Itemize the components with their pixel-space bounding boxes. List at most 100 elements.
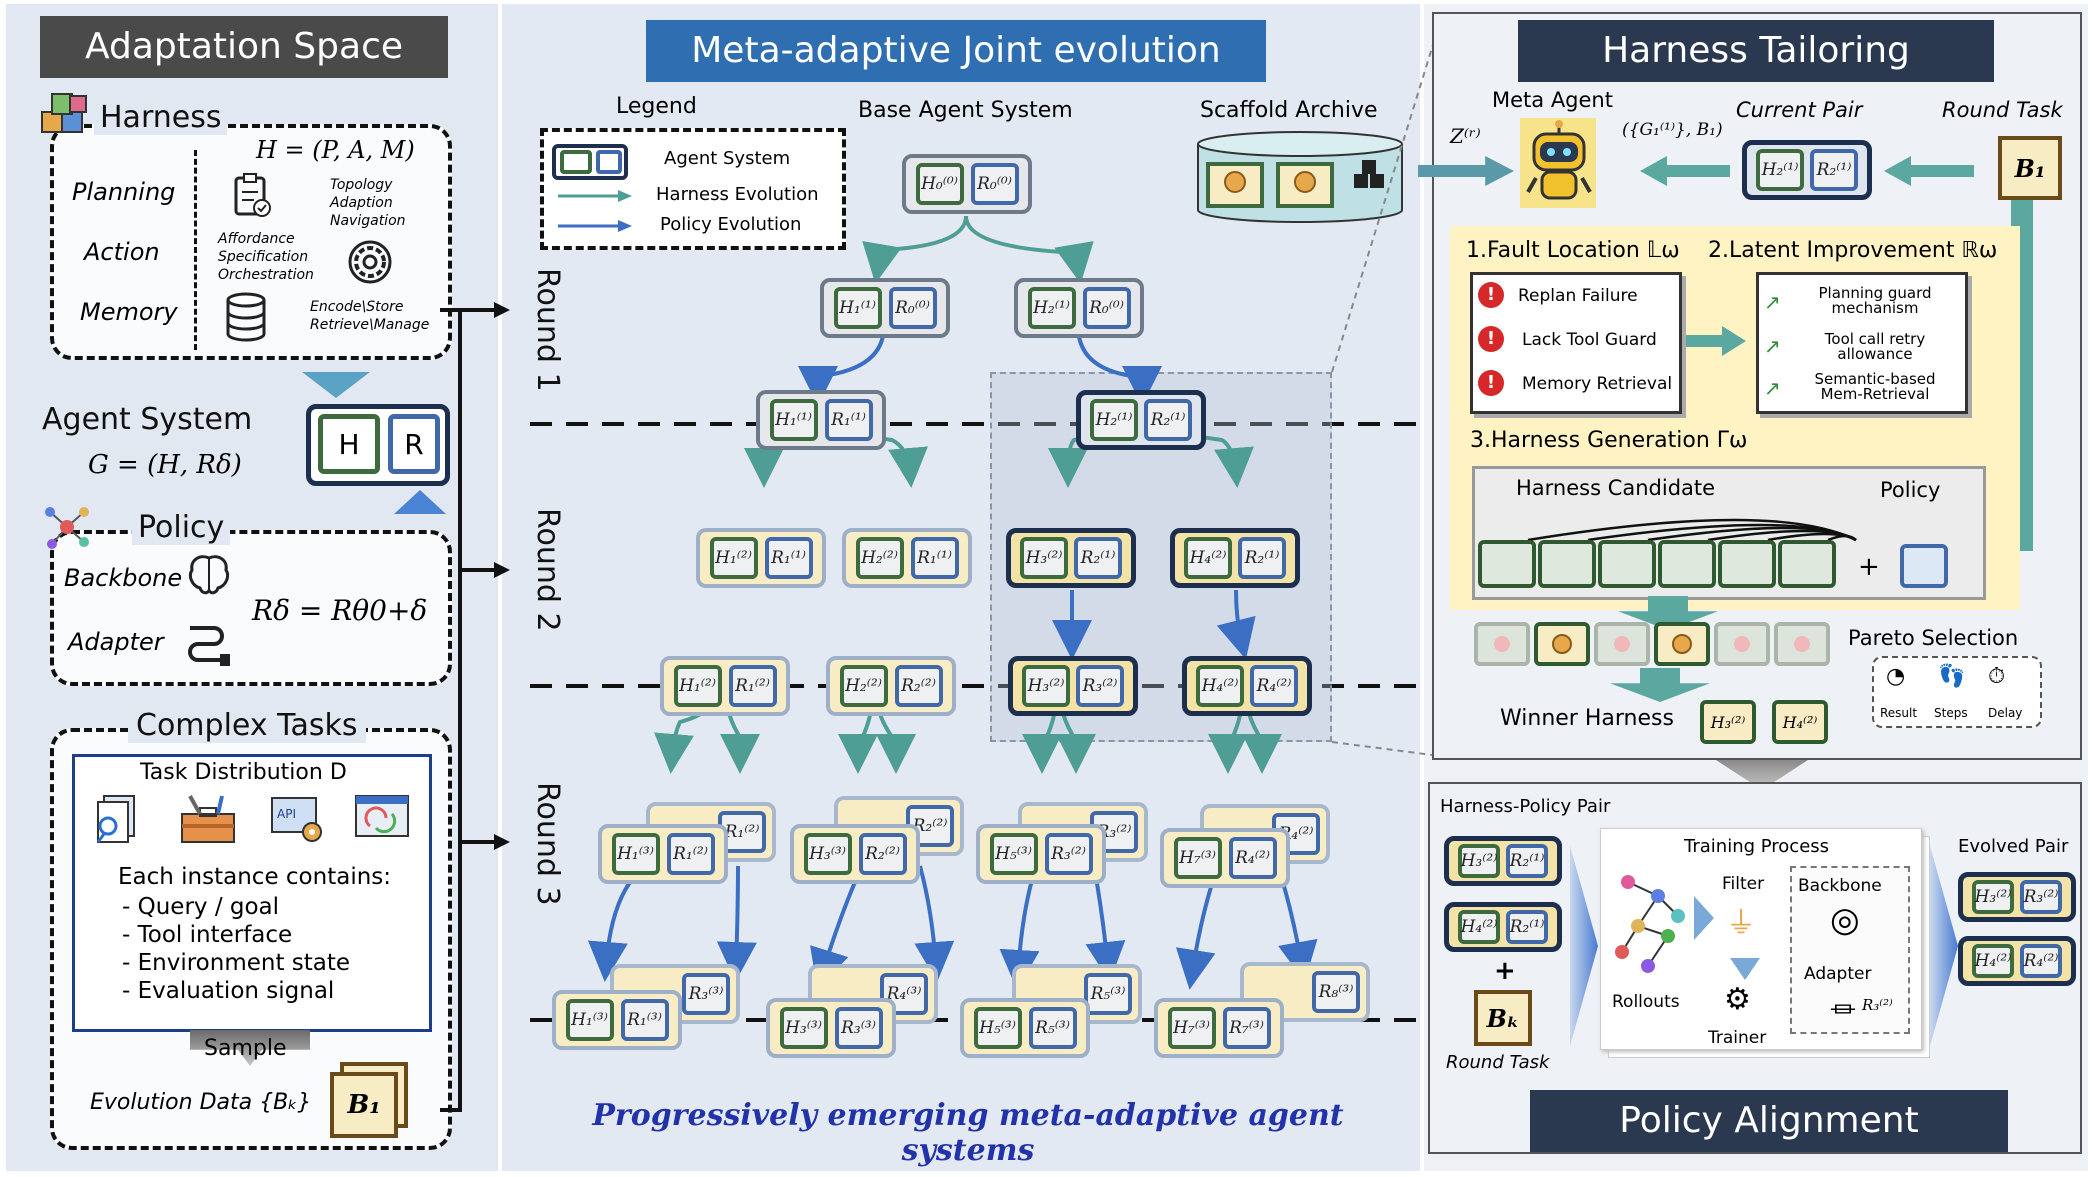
alignment-title: Policy Alignment [1530, 1090, 2008, 1152]
node-r3-h-h: H₇⁽³⁾ [1167, 1007, 1216, 1049]
harness-box [50, 124, 452, 360]
legend-agent-icon-h [560, 150, 592, 174]
filter-icon: ⏚ [1726, 906, 1756, 941]
node-r3-c-h: H₅⁽³⁾ [989, 833, 1038, 875]
node-r3-d-r: R₄⁽²⁾ [1228, 837, 1277, 879]
node-r2-g-r: R₃⁽²⁾ [1076, 665, 1124, 707]
agent-system-label: Agent System [42, 402, 253, 437]
topology-note: Topology Adaption Navigation [330, 177, 406, 229]
document-search-icon [90, 792, 140, 846]
node-r1-d[interactable]: H₂⁽¹⁾R₂⁽¹⁾ [1076, 390, 1206, 450]
brain-icon [186, 552, 232, 598]
node-r3-f[interactable]: H₃⁽³⁾R₃⁽³⁾ [766, 998, 896, 1058]
node-r2-e-h: H₁⁽²⁾ [673, 665, 722, 707]
node-r2-f[interactable]: H₂⁽²⁾R₂⁽²⁾ [826, 656, 956, 716]
policy-model-box [1790, 866, 1910, 1034]
node-r3-b[interactable]: H₃⁽³⁾R₂⁽²⁾ [790, 824, 920, 884]
node-r2-d[interactable]: H₄⁽²⁾R₂⁽¹⁾ [1170, 528, 1300, 588]
up-arrow-icon [394, 490, 446, 514]
node-r2-h[interactable]: H₄⁽²⁾R₄⁽²⁾ [1182, 656, 1312, 716]
improve-planning: Planning guard mechanism [1818, 284, 1932, 317]
svg-text:API: API [277, 807, 296, 821]
hp-pair-1[interactable]: H₃⁽²⁾R₂⁽¹⁾ [1444, 836, 1562, 886]
api-icon: API [268, 792, 328, 846]
node-r2-b-h: H₂⁽²⁾ [855, 537, 904, 579]
toolbox-icon [178, 792, 238, 846]
fault-replan: Replan Failure [1518, 286, 1638, 306]
trend-up-icon: ↗ [1764, 334, 1781, 358]
round-task-label-2: Round Task [1446, 1052, 1550, 1073]
evolved-pair-1[interactable]: H₃⁽²⁾R₃⁽²⁾ [1958, 872, 2076, 922]
node-r3-d[interactable]: H₇⁽³⁾R₄⁽²⁾ [1160, 828, 1290, 888]
round-3-label: Round 3 [530, 782, 565, 906]
node-r2-e[interactable]: H₁⁽²⁾R₁⁽²⁾ [660, 656, 790, 716]
node-r3-e[interactable]: H₁⁽³⁾R₁⁽³⁾ [552, 990, 682, 1050]
node-r2-d-h: H₄⁽²⁾ [1184, 537, 1232, 579]
harness-row-memory: Memory [80, 298, 178, 326]
memory-note: Encode\Store Retrieve\Manage [310, 299, 430, 333]
legend-policy-evolution: Policy Evolution [660, 214, 802, 235]
legend-title: Legend [616, 94, 697, 119]
hp-pair-2[interactable]: H₄⁽²⁾R₂⁽¹⁾ [1444, 902, 1562, 952]
node-r3-g[interactable]: H₅⁽³⁾R₅⁽³⁾ [960, 998, 1090, 1058]
fault-location-title: 1.Fault Location 𝕃ω [1466, 238, 1680, 263]
node-base[interactable]: H₀⁽⁰⁾R₀⁽⁰⁾ [902, 154, 1032, 214]
hp-pair-label: Harness-Policy Pair [1440, 796, 1611, 817]
rollouts-label: Rollouts [1612, 992, 1680, 1012]
evolution-tree-edges [587, 215, 1318, 990]
pareto-box [1872, 656, 2042, 728]
node-r3-back-6-r: R₄⁽³⁾ [880, 973, 928, 1015]
node-r3-a[interactable]: H₁⁽³⁾R₁⁽²⁾ [598, 824, 728, 884]
node-base-h: H₀⁽⁰⁾ [915, 163, 964, 205]
policy-candidate-label: Policy [1880, 478, 1941, 502]
legend-harness-evolution: Harness Evolution [656, 184, 819, 205]
rollouts-graph-icon [1615, 875, 1685, 973]
instance-item-environment: - Environment state [122, 950, 351, 976]
node-r3-d-h: H₇⁽³⁾ [1173, 837, 1222, 879]
node-r3-back-8: R₈⁽³⁾ [1240, 962, 1370, 1022]
clock-icon: ⏱ [1988, 664, 2006, 689]
node-r2-a[interactable]: H₁⁽²⁾R₁⁽¹⁾ [696, 528, 826, 588]
current-pair-label: Current Pair [1736, 98, 1863, 122]
node-r2-b[interactable]: H₂⁽²⁾R₁⁽¹⁾ [842, 528, 972, 588]
node-r1-b[interactable]: H₂⁽¹⁾R₀⁽⁰⁾ [1014, 278, 1144, 338]
joint-evolution-title: Meta-adaptive Joint evolution [646, 20, 1266, 82]
node-r3-c[interactable]: H₅⁽³⁾R₃⁽²⁾ [976, 824, 1106, 884]
harness-row-action: Action [84, 238, 160, 266]
node-r3-a-r: R₁⁽²⁾ [666, 833, 715, 875]
round-task-b1: B₁ [1998, 136, 2062, 200]
node-r3-f-r: R₃⁽³⁾ [834, 1007, 883, 1049]
node-r1-c-r: R₁⁽¹⁾ [824, 399, 873, 441]
harness-label: Harness [94, 100, 228, 135]
harness-row-planning: Planning [72, 178, 176, 206]
policy-backbone: Backbone [64, 564, 183, 592]
adaptation-space-title: Adaptation Space [40, 16, 448, 78]
node-r2-c-h: H₃⁽²⁾ [1020, 537, 1068, 579]
task-distribution-label: Task Distribution D [140, 760, 347, 785]
node-r2-c[interactable]: H₃⁽²⁾R₂⁽¹⁾ [1006, 528, 1136, 588]
gear-icon [344, 236, 396, 288]
environment-icon [352, 792, 412, 846]
node-r1-c-h: H₁⁽¹⁾ [769, 399, 818, 441]
node-r1-c[interactable]: H₁⁽¹⁾R₁⁽¹⁾ [756, 390, 886, 450]
adapter-r-label: R₃⁽²⁾ [1862, 996, 1893, 1014]
evolved-pair-2[interactable]: H₄⁽²⁾R₄⁽²⁾ [1958, 936, 2076, 986]
current-pair-h: H₂⁽¹⁾ [1756, 149, 1804, 191]
scaffold-archive-icon [1197, 131, 1403, 223]
node-r1-a[interactable]: H₁⁽¹⁾R₀⁽⁰⁾ [820, 278, 950, 338]
node-r2-e-r: R₁⁽²⁾ [728, 665, 777, 707]
evolved-pair-label: Evolved Pair [1958, 836, 2069, 857]
node-r2-g[interactable]: H₃⁽²⁾R₃⁽²⁾ [1008, 656, 1138, 716]
round-2-label: Round 2 [530, 508, 565, 632]
node-r2-c-r: R₂⁽¹⁾ [1074, 537, 1122, 579]
meta-agent-label: Meta Agent [1492, 88, 1613, 112]
evolution-data-label: Evolution Data {Bₖ} [90, 1090, 312, 1115]
evolved-pair-2-r: R₄⁽²⁾ [2020, 944, 2062, 978]
fault-tool-guard: Lack Tool Guard [1522, 330, 1657, 350]
node-r3-h[interactable]: H₇⁽³⁾R₇⁽³⁾ [1154, 998, 1284, 1058]
current-pair-node[interactable]: H₂⁽¹⁾R₂⁽¹⁾ [1742, 140, 1872, 200]
warning-icon: ! [1478, 282, 1504, 308]
node-r3-e-r: R₁⁽³⁾ [620, 999, 669, 1041]
cubes-icon [40, 92, 90, 142]
g-set-label: ({G₁⁽¹⁾}, B₁) [1622, 120, 1723, 140]
